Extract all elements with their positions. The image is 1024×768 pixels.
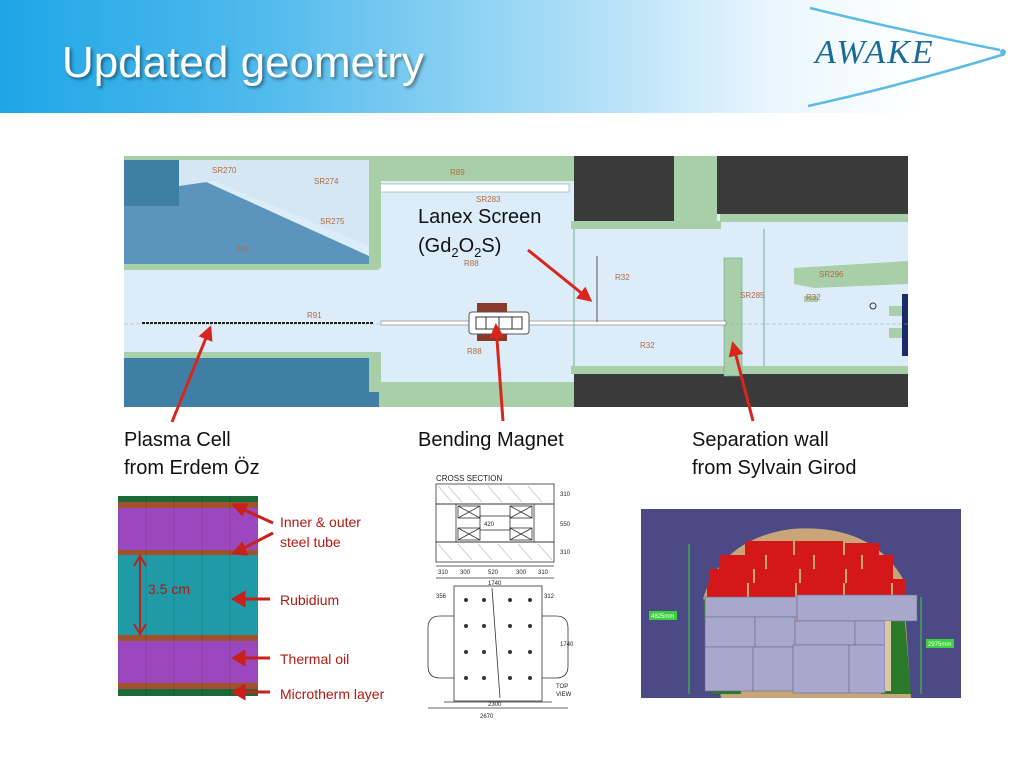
dim-side-right: 312 xyxy=(544,594,555,600)
plasma-cell-cross-section: 3.5 cm xyxy=(118,496,274,701)
arrow-wall xyxy=(728,341,755,422)
experiment-layout-drawing: SR270 SR274 SR275 R8 R89 SR283 R88 R91 R… xyxy=(124,156,908,407)
dim-right: 310 xyxy=(560,550,571,556)
caption-line: from Erdem Öz xyxy=(124,457,260,479)
dim-total: 1740 xyxy=(488,581,502,587)
room-label: R32 xyxy=(806,293,821,302)
diameter-label: 3.5 cm xyxy=(148,581,190,597)
dim-bottom: 520 xyxy=(488,570,499,576)
layer-label-line: steel tube xyxy=(280,534,341,550)
room-label: SR285 xyxy=(740,291,765,300)
microtherm-label: Microtherm layer xyxy=(280,686,385,702)
arrow-lanex xyxy=(527,248,593,302)
room-label: R88 xyxy=(464,259,479,268)
room-label: R91 xyxy=(307,311,322,320)
separation-wall-caption: Separation wall from Sylvain Girod xyxy=(692,426,857,482)
caption-line: Bending Magnet xyxy=(418,429,564,451)
room-label: R32 xyxy=(615,273,630,282)
logo-text: AWAKE xyxy=(815,34,935,71)
page-title: Updated geometry xyxy=(62,38,424,87)
separation-wall-render: 4825mm 2975mm xyxy=(641,509,961,698)
dim-small: 420 xyxy=(484,522,495,528)
room-label: SR270 xyxy=(212,166,237,175)
dim-bottom: 310 xyxy=(438,570,449,576)
caption-line: Separation wall xyxy=(692,429,829,451)
wall-dimension-right: 2975mm xyxy=(928,642,951,648)
dim-inner: 2300 xyxy=(488,702,502,708)
layer-label-line: Inner & outer xyxy=(280,514,361,530)
thermal-oil-label: Thermal oil xyxy=(280,651,350,667)
dim-height: 1740 xyxy=(560,642,574,648)
top-view-label: TOP xyxy=(556,684,568,690)
dim-bottom: 310 xyxy=(538,570,549,576)
plasma-cell-caption: Plasma Cell from Erdem Öz xyxy=(124,426,260,482)
dim-bottom: 300 xyxy=(516,570,527,576)
room-label: R32 xyxy=(640,341,655,350)
caption-line: Plasma Cell xyxy=(124,429,231,451)
caption-line: from Sylvain Girod xyxy=(692,457,857,479)
room-label: SR283 xyxy=(476,195,501,204)
bending-magnet-caption: Bending Magnet xyxy=(418,426,564,454)
awake-logo xyxy=(807,6,1006,108)
steel-tube-label: Inner & outer steel tube xyxy=(280,512,361,552)
dim-bottom: 300 xyxy=(460,570,471,576)
dim-right: 550 xyxy=(560,522,571,528)
cross-section-title: CROSS SECTION xyxy=(436,474,502,483)
room-label: SR274 xyxy=(314,177,339,186)
rubidium-label: Rubidium xyxy=(280,592,340,608)
room-label: R8 xyxy=(237,245,248,254)
dim-right: 310 xyxy=(560,492,571,498)
lanex-formula-label: (Gd2O2S) xyxy=(418,235,501,260)
room-label: R88 xyxy=(467,347,482,356)
dim-side: 356 xyxy=(436,594,447,600)
room-label: SR296 xyxy=(819,270,844,279)
arrow-plasma-cell xyxy=(170,325,213,423)
lanex-screen-label: Lanex Screen xyxy=(418,206,541,228)
arrow-magnet xyxy=(489,323,505,422)
dim-outer: 2670 xyxy=(480,714,494,720)
wall-dimension-left: 4825mm xyxy=(651,614,674,620)
top-view-label: VIEW xyxy=(556,692,572,698)
magnet-engineering-drawing: CROSS SECTION 420 310 300 520 300 310 17… xyxy=(418,466,578,722)
room-label: SR275 xyxy=(320,217,345,226)
room-label: R89 xyxy=(450,168,465,177)
